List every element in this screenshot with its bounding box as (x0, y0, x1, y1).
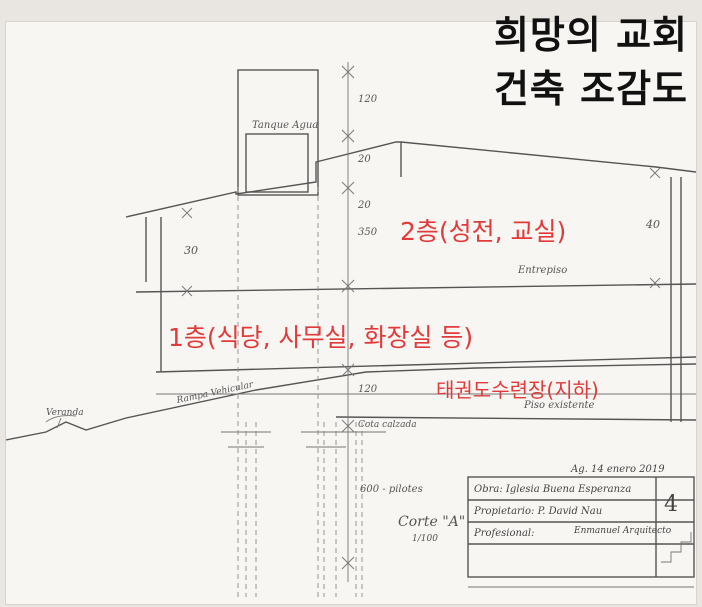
section-drawing (6, 62, 696, 597)
piles-label: 600 - pilotes (360, 484, 423, 495)
sheet-number: 4 (664, 492, 678, 517)
date-text: Ag. 14 enero 2019 (571, 464, 665, 475)
dim-label: 120 (358, 94, 378, 105)
stair-symbol (661, 532, 692, 563)
veranda-label: Veranda (46, 408, 84, 418)
entrepiso-label: Entrepiso (518, 265, 568, 276)
basement-label: 태권도수련장(지하) (436, 378, 599, 402)
existing-floor-line (335, 416, 696, 421)
tank-tower (237, 69, 319, 196)
title-line2: 건축 조감도 (493, 67, 688, 111)
owner-text: Propietario: P. David Nau (474, 506, 603, 517)
piles (237, 187, 363, 597)
pile-caps (221, 431, 386, 448)
dim-label: 20 (358, 200, 371, 211)
section-label: Corte "A" (398, 514, 466, 530)
water-tank (245, 133, 309, 193)
title-line1: 희망의 교회 (493, 13, 688, 57)
dim-label: 40 (646, 218, 660, 231)
dim-label: 30 (184, 244, 198, 257)
dim-label: 350 (358, 227, 378, 238)
existing-floor-label: Piso existente (524, 400, 595, 411)
veranda-mark (45, 415, 77, 429)
floor2-label: 2층(성전, 교실) (400, 217, 567, 246)
drawing-sheet: Tanque Agua 120 20 20 350 30 40 Entrepis… (6, 22, 696, 604)
obra-text: Obra: Iglesia Buena Esperanza (474, 484, 632, 495)
terrain-line (6, 363, 696, 441)
scale-label: 1/100 (412, 534, 438, 544)
dim-label: 20 (358, 154, 371, 165)
professional-value: Enmanuel Arquitecto (574, 526, 672, 536)
level-label: Cota calzada (358, 420, 417, 430)
floor1-slab-line (155, 356, 696, 373)
floor2-slab-line (135, 283, 696, 293)
professional-label: Profesional: (474, 528, 535, 539)
dim-label: 120 (358, 384, 378, 395)
title-block (467, 476, 695, 588)
roof-line (125, 141, 696, 218)
tank-label: Tanque Agua (252, 120, 319, 131)
floor1-label: 1층(식당, 사무실, 화장실 등) (168, 323, 474, 352)
dimension-ticks (181, 65, 661, 570)
